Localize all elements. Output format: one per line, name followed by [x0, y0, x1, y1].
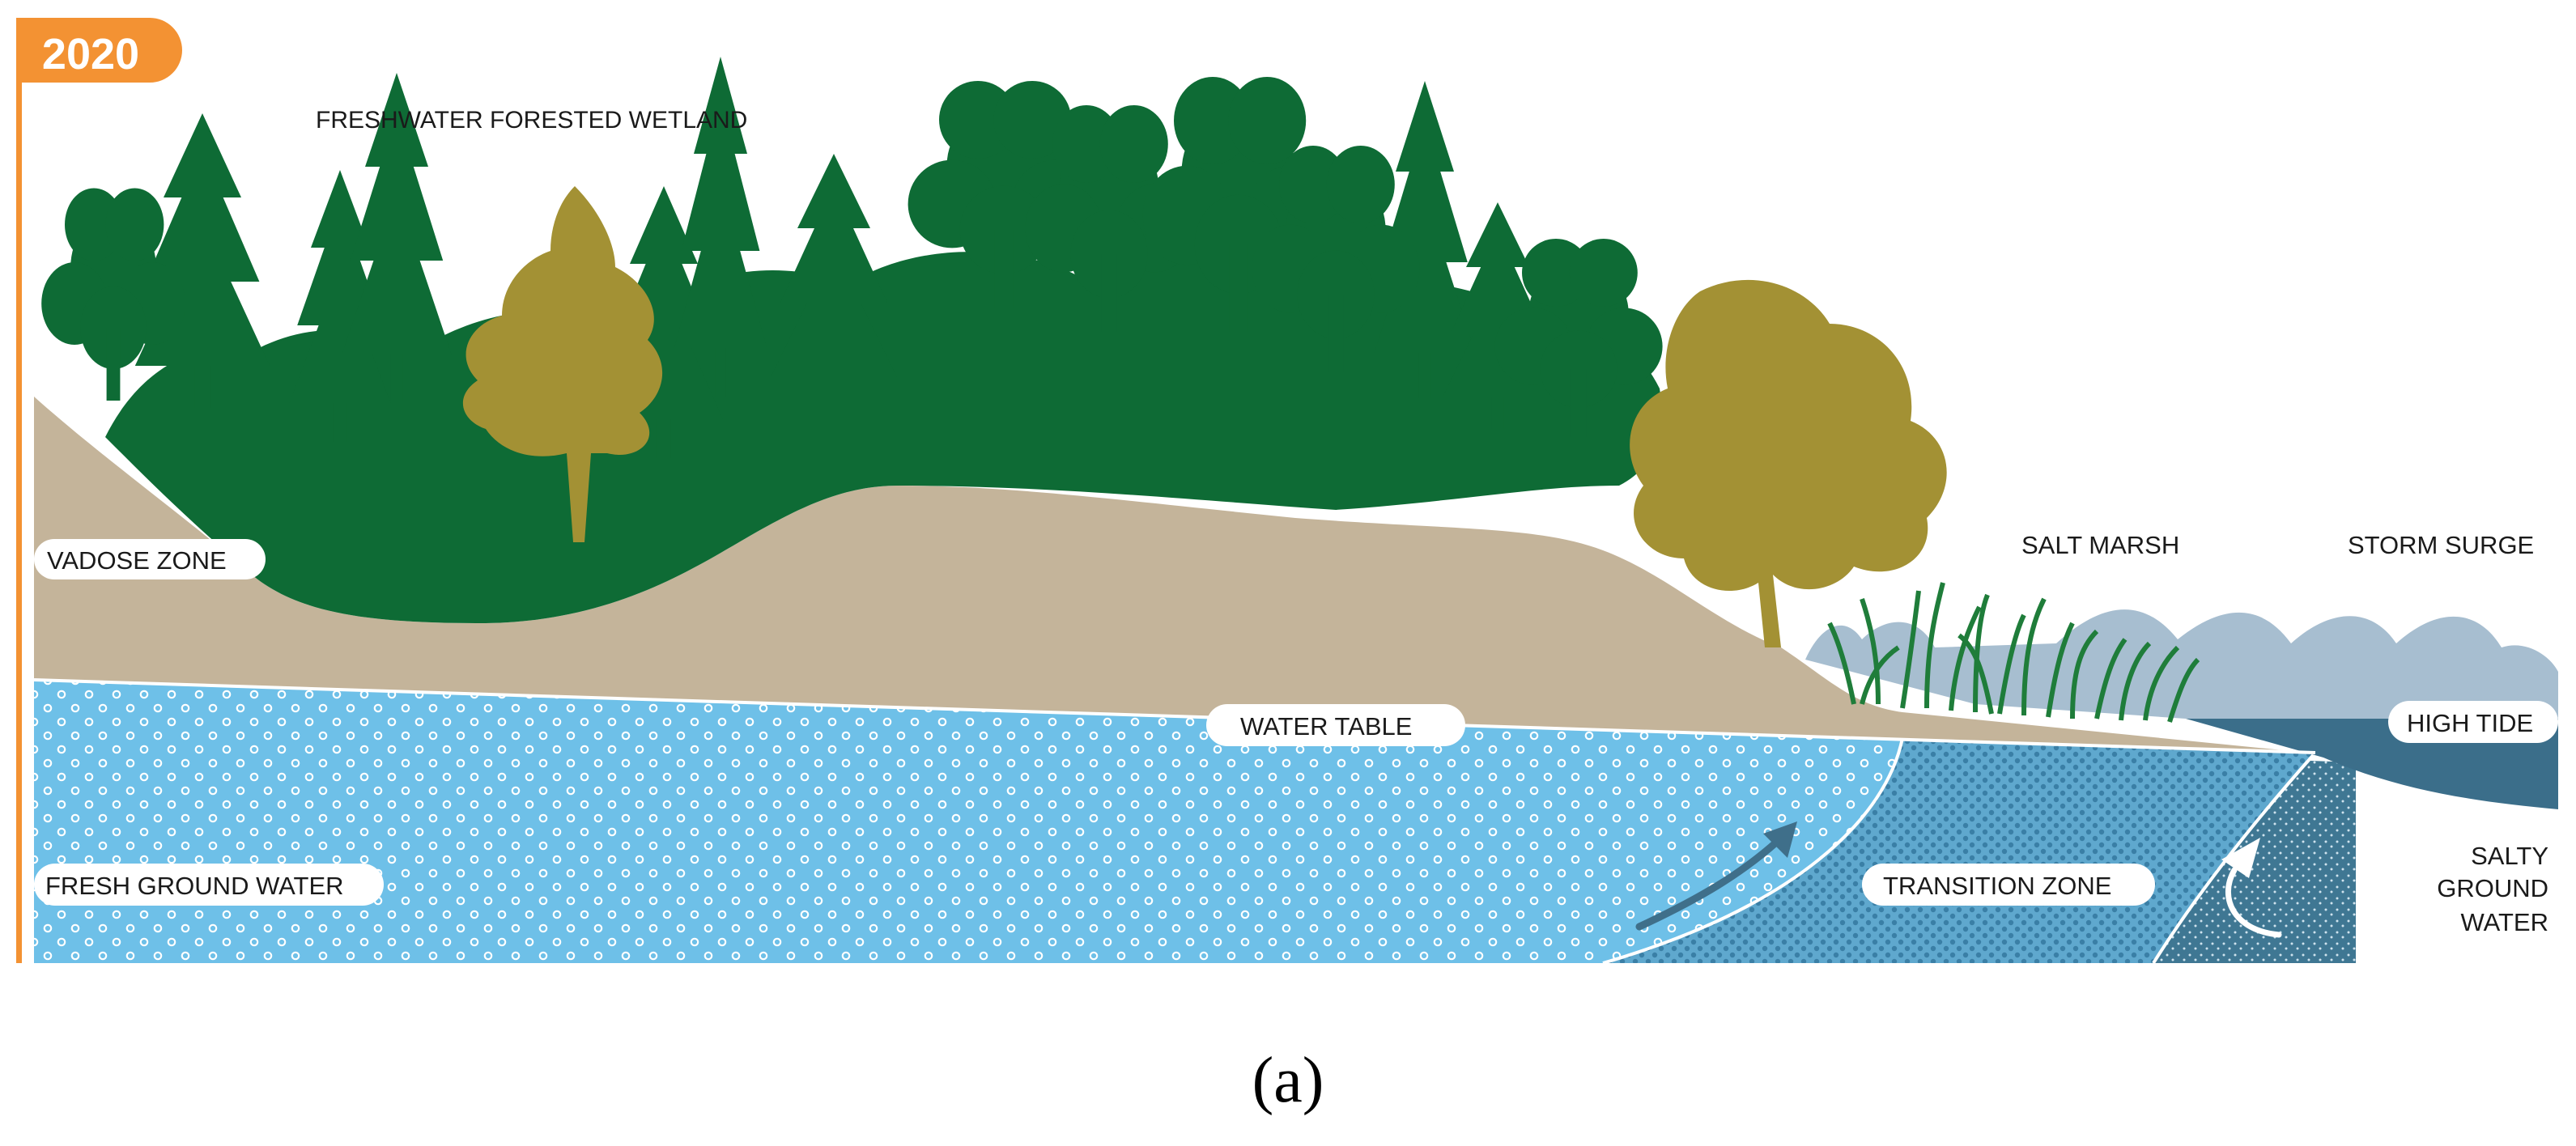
- salty-ground-water-label-line2: GROUND: [2437, 874, 2548, 902]
- fresh-ground-water-label: FRESH GROUND WATER: [45, 872, 344, 900]
- fresh-salt-boundary-line: [1602, 737, 1904, 965]
- fresh-ground-water-pill: [34, 864, 384, 906]
- transition-zone-label: TRANSITION ZONE: [1883, 872, 2111, 900]
- year-badge-label: 2020: [42, 30, 139, 79]
- salty-ground-water-label-line3: WATER: [2461, 908, 2549, 936]
- water-table-label: WATER TABLE: [1240, 712, 1412, 741]
- year-badge: [16, 18, 182, 83]
- flow-arrowhead-fresh: [1763, 821, 1797, 858]
- freshwater-forested-wetland-label: FRESHWATER FORESTED WETLAND: [316, 107, 747, 134]
- figure-caption: (a): [1252, 1045, 1324, 1116]
- soil-profile: [34, 397, 2307, 753]
- transition-zone-pill: [1862, 864, 2155, 906]
- high-tide-pill: [2388, 701, 2558, 743]
- fresh-ground-water-zone: [34, 680, 1902, 963]
- flow-arrow-fresh: [1635, 838, 1781, 931]
- storm-surge-waves: [1805, 609, 2558, 719]
- water-table-line: [33, 678, 2316, 754]
- salty-ground-water-label-line1: SALTY: [2471, 842, 2548, 870]
- olive-pine-tree: [462, 186, 663, 542]
- storm-surge-label: STORM SURGE: [2348, 531, 2534, 559]
- coastal-groundwater-diagram: 2020: [16, 18, 2558, 965]
- salty-ground-water-pill: [2408, 830, 2558, 951]
- vadose-zone-label: VADOSE ZONE: [47, 546, 227, 575]
- flow-arrowhead-salty: [2221, 838, 2260, 878]
- vadose-zone-pill: [34, 539, 266, 579]
- salt-marsh-label: SALT MARSH: [2021, 531, 2179, 559]
- timeline-rule: [16, 49, 22, 963]
- flow-arrow-salty: [2225, 867, 2282, 938]
- salt-marsh-grass: [1827, 582, 2200, 723]
- olive-broadleaf-tree: [1630, 279, 1947, 647]
- water-table-pill: [1206, 704, 1465, 746]
- high-tide-label: HIGH TIDE: [2407, 709, 2533, 737]
